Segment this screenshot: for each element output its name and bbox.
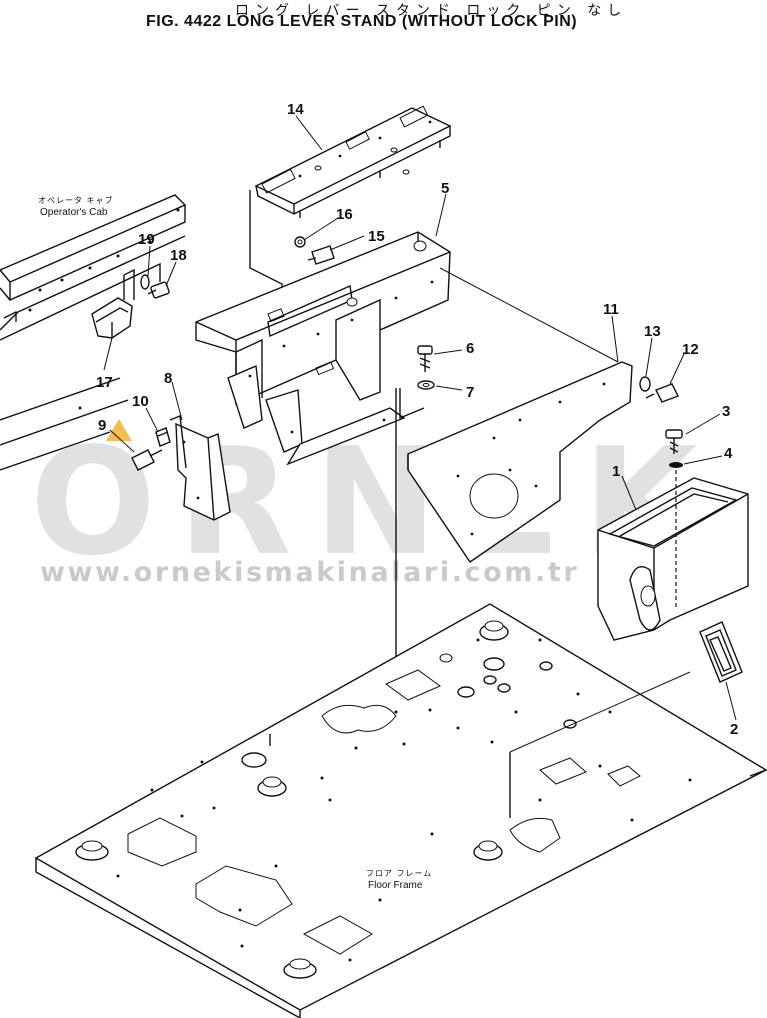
callout-17: 17 bbox=[96, 374, 113, 391]
callout-3: 3 bbox=[722, 403, 730, 420]
callout-14: 14 bbox=[287, 101, 304, 118]
part-2-grommet bbox=[699, 621, 743, 683]
callout-12: 12 bbox=[682, 341, 699, 358]
callout-13: 13 bbox=[644, 323, 661, 340]
part-3-bolt bbox=[665, 429, 683, 454]
callout-leaders bbox=[103, 115, 737, 721]
part-10-lockwasher bbox=[155, 427, 171, 447]
floor-frame bbox=[34, 603, 767, 1018]
part-5-lever-stand bbox=[195, 231, 451, 466]
part-12-bolt bbox=[645, 383, 679, 403]
part-13-washer bbox=[639, 376, 651, 392]
callout-7: 7 bbox=[466, 384, 474, 401]
callout-8: 8 bbox=[164, 370, 172, 387]
operators-cab-label: Operator's Cab bbox=[40, 207, 108, 218]
part-6-bolt bbox=[417, 345, 433, 372]
callout-10: 10 bbox=[132, 393, 149, 410]
part-1-cover-box bbox=[597, 470, 749, 641]
callout-4: 4 bbox=[724, 445, 733, 462]
part-16-washer bbox=[294, 236, 306, 248]
leader-11 bbox=[439, 267, 619, 363]
callout-1: 1 bbox=[612, 463, 620, 480]
part-19-washer bbox=[140, 274, 150, 290]
callout-5: 5 bbox=[441, 180, 449, 197]
callout-19: 19 bbox=[138, 231, 155, 248]
figure-title-jp: ロング レバー スタンド ロック ピン なし bbox=[235, 3, 628, 19]
operators-cab-rail bbox=[0, 194, 187, 471]
floor-frame-label-jp: フロア フレーム bbox=[366, 869, 432, 878]
figure-title: FIG. 4422 LONG LEVER STAND (WITHOUT LOCK… bbox=[146, 13, 578, 30]
part-18-bolt bbox=[147, 281, 170, 299]
callout-2: 2 bbox=[730, 721, 738, 738]
floor-frame-label: Floor Frame bbox=[368, 880, 423, 891]
part-9-bolt bbox=[131, 449, 163, 471]
callout-9: 9 bbox=[98, 417, 106, 434]
part-11-side-panel bbox=[407, 361, 633, 563]
part-8-bracket bbox=[169, 415, 231, 521]
watermark-accent-icon bbox=[106, 419, 132, 441]
part-14-cover bbox=[254, 105, 452, 218]
operators-cab-label-jp: オペレータ キャブ bbox=[38, 195, 114, 205]
part-15-bolt bbox=[307, 245, 335, 265]
callout-15: 15 bbox=[368, 228, 385, 245]
watermark-url: www.ornekismakinalari.com.tr bbox=[40, 557, 580, 588]
callout-11: 11 bbox=[603, 301, 619, 318]
callout-16: 16 bbox=[336, 206, 353, 223]
callout-6: 6 bbox=[466, 340, 474, 357]
part-17-bracket bbox=[91, 268, 135, 339]
part-4-washer bbox=[669, 462, 683, 468]
callout-18: 18 bbox=[170, 247, 187, 264]
leader-grommet bbox=[509, 671, 691, 753]
part-7-washer bbox=[417, 380, 435, 390]
